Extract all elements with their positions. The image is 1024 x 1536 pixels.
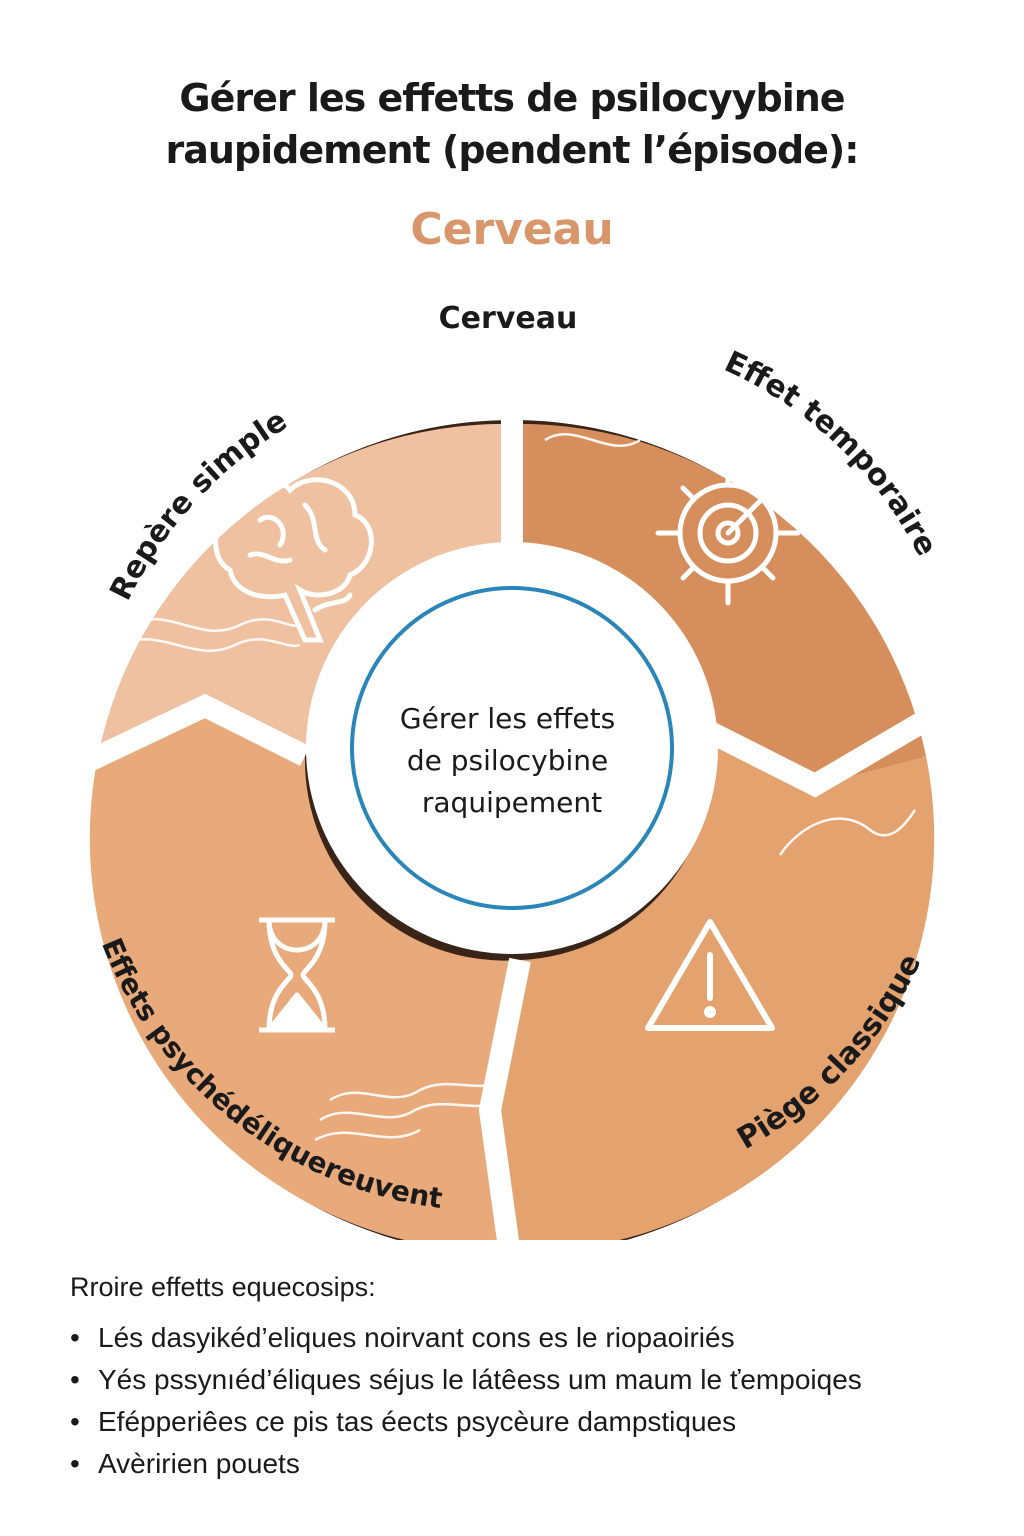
center-line-2: de psilocybine (407, 744, 608, 777)
cycle-diagram: Cerveau Gérer les effets de psilocybine … (65, 301, 966, 1240)
legend-item: Avèririen pouets (70, 1443, 970, 1485)
legend-item: Yés pssynıéd’éliques séjus le látêess um… (70, 1359, 970, 1401)
warning-icon (645, 919, 775, 1031)
target-icon (655, 460, 801, 606)
brain-icon (213, 477, 374, 643)
center-text: Gérer les effets de psilocybine raquipem… (400, 702, 624, 819)
top-label: Cerveau (439, 301, 578, 336)
center-line-3: raquipement (422, 786, 602, 819)
page-title: Gérer les effetts de psilocyybine raupid… (0, 72, 1024, 176)
legend-list: Lés dasyikéd’eliques noirvant cons es le… (70, 1317, 970, 1485)
segment-effet-temporaire (512, 423, 926, 785)
title-line-1: Gérer les effetts de psilocyybine (179, 76, 845, 120)
legend-heading: Rroire effetts equecosips: (70, 1272, 376, 1302)
page-subtitle: Cerveau (410, 204, 614, 255)
segment-dividers (65, 340, 966, 1240)
wave-decorations (119, 393, 917, 1142)
legend-item: Lés dasyikéd’eliques noirvant cons es le… (70, 1317, 970, 1359)
title-line-2: raupidement (pendent l’épisode): (165, 128, 860, 172)
segment-fill (512, 423, 926, 785)
hourglass-icon (259, 917, 335, 1033)
legend: Rroire effetts equecosips: Lés dasyikéd’… (70, 1272, 970, 1485)
legend-item: Efépperiêes ce pis tas éects psycèure da… (70, 1401, 970, 1443)
center-ring (350, 586, 674, 910)
center-line-1: Gérer les effets (400, 702, 615, 735)
